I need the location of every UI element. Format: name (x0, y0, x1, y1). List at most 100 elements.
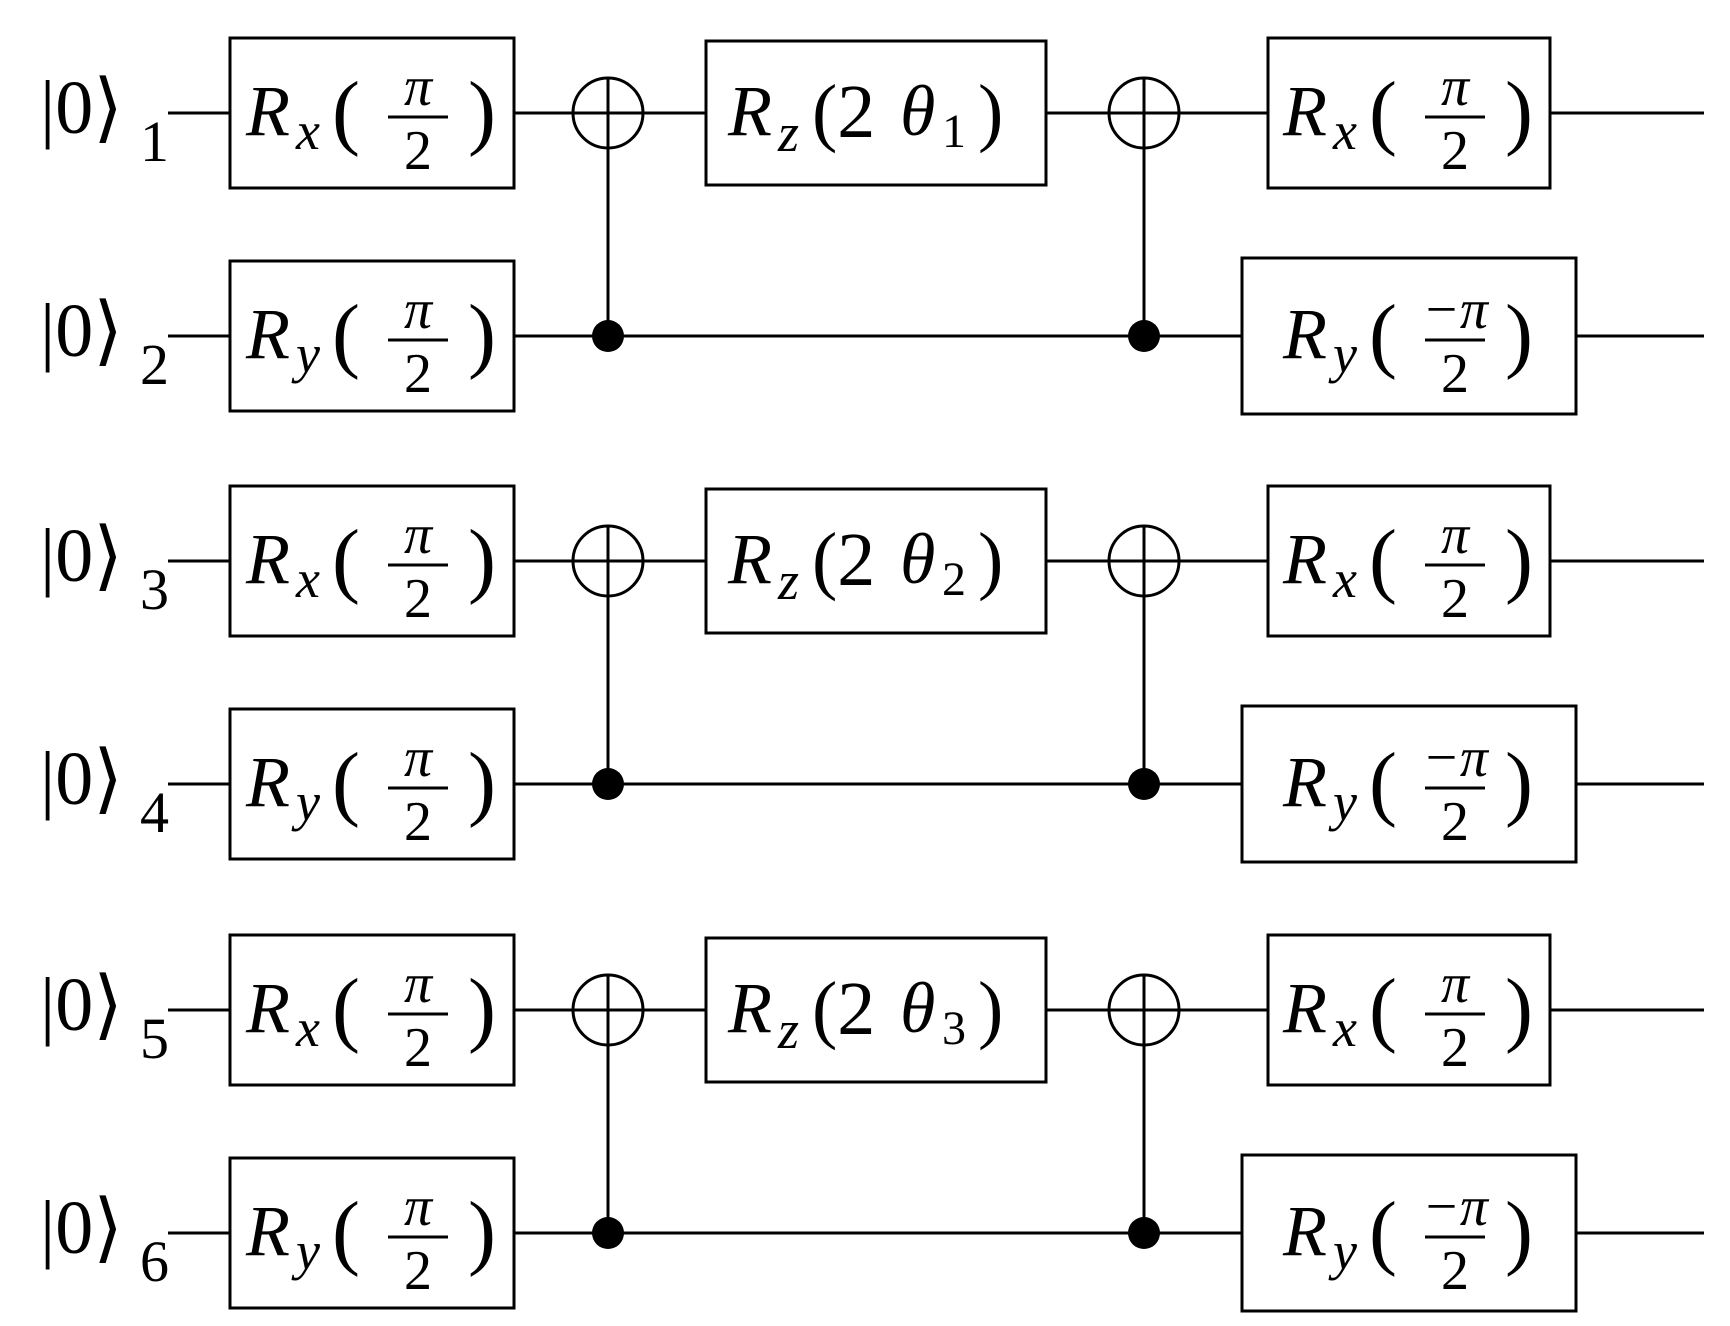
gate-box (704, 487, 1048, 635)
fraction-denominator: 2 (404, 568, 432, 630)
close-paren: ) (468, 288, 496, 381)
close-paren: ) (468, 65, 496, 158)
ket-zero: |0⟩ (40, 963, 123, 1047)
gate-axis: x (295, 549, 320, 609)
gate-symbol: R (245, 519, 290, 599)
open-paren: ( (332, 288, 360, 381)
open-paren: ( (332, 962, 360, 1055)
cnot-gate-q1-q2 (1107, 76, 1181, 352)
gate-axis: y (1328, 324, 1357, 384)
fraction-denominator: 2 (1441, 1240, 1469, 1302)
gate-box (228, 36, 516, 190)
qubit-index: 5 (140, 1006, 169, 1071)
gate-symbol: R (1282, 742, 1327, 822)
gate-symbol: R (245, 968, 290, 1048)
qubit-index: 3 (140, 557, 169, 622)
gate-box (704, 936, 1048, 1084)
close-paren: ) (978, 518, 1003, 602)
close-paren: ) (1505, 962, 1533, 1055)
gate-symbol: R (727, 519, 772, 599)
gate-box (228, 707, 516, 861)
fraction-numerator: −π (1422, 1176, 1490, 1238)
open-paren: ( (332, 513, 360, 606)
close-paren: ) (1505, 65, 1533, 158)
theta-symbol: θ (900, 71, 935, 151)
fraction-numerator: π (1441, 953, 1471, 1015)
gate-axis: z (777, 551, 799, 611)
close-paren: ) (978, 70, 1003, 154)
gate-box (1266, 484, 1552, 638)
fraction-denominator: 2 (1441, 1017, 1469, 1079)
gate-symbol: R (1282, 71, 1327, 151)
fraction-denominator: 2 (404, 1240, 432, 1302)
fraction-numerator: −π (1422, 279, 1490, 341)
ket-zero: |0⟩ (40, 66, 123, 150)
theta-symbol: θ (900, 519, 935, 599)
cnot-control-dot (592, 768, 624, 800)
ket-zero: |0⟩ (40, 289, 123, 373)
fraction-denominator: 2 (404, 120, 432, 182)
gate-box (228, 259, 516, 413)
theta-subscript: 2 (942, 553, 966, 606)
fraction-denominator: 2 (1441, 343, 1469, 405)
theta-subscript: 3 (942, 1002, 966, 1055)
gate-box (1240, 1153, 1578, 1313)
ket-zero: |0⟩ (40, 514, 123, 598)
gate-box (1240, 704, 1578, 864)
qubit-index: 4 (140, 780, 169, 845)
close-paren: ) (1505, 1185, 1533, 1278)
gate-axis: x (295, 998, 320, 1058)
gate-axis: z (777, 103, 799, 163)
qubit-index: 1 (140, 109, 169, 174)
fraction-numerator: π (404, 727, 434, 789)
fraction-numerator: π (404, 56, 434, 118)
ket-zero: |0⟩ (40, 1186, 123, 1270)
gate-box (228, 484, 516, 638)
cnot-control-dot (1128, 320, 1160, 352)
gate-symbol: R (1282, 1191, 1327, 1271)
qubit-label-2: |0⟩2 (40, 289, 169, 397)
fraction-denominator: 2 (1441, 568, 1469, 630)
fraction-denominator: 2 (1441, 120, 1469, 182)
fraction-numerator: π (404, 504, 434, 566)
cnot-gate-q5-q6 (571, 973, 645, 1249)
qubit-label-5: |0⟩ 5 (40, 963, 169, 1071)
fraction-numerator: −π (1422, 727, 1490, 789)
gate-box (1266, 36, 1552, 190)
gate-axis: x (295, 101, 320, 161)
qubit-labels: |0⟩1|0⟩2|0⟩3|0⟩4|0⟩5|0⟩6 (40, 66, 169, 1294)
rz-argument-prefix: (2 (812, 70, 875, 154)
theta-symbol: θ (900, 968, 935, 1048)
fraction-numerator: π (404, 953, 434, 1015)
gate-axis: y (291, 772, 320, 832)
fraction-denominator: 2 (404, 1017, 432, 1079)
fraction-numerator: π (1441, 56, 1471, 118)
fraction-numerator: π (1441, 504, 1471, 566)
gate-axis: y (1328, 772, 1357, 832)
close-paren: ) (978, 967, 1003, 1051)
cnot-gate-q1-q2 (571, 76, 645, 352)
gate-box (228, 933, 516, 1087)
rz-argument-prefix: (2 (812, 518, 875, 602)
open-paren: ( (1369, 1185, 1397, 1278)
close-paren: ) (1505, 288, 1533, 381)
close-paren: ) (1505, 513, 1533, 606)
gate-box (704, 39, 1048, 187)
close-paren: ) (1505, 736, 1533, 829)
cnot-gate-q3-q4 (571, 524, 645, 800)
